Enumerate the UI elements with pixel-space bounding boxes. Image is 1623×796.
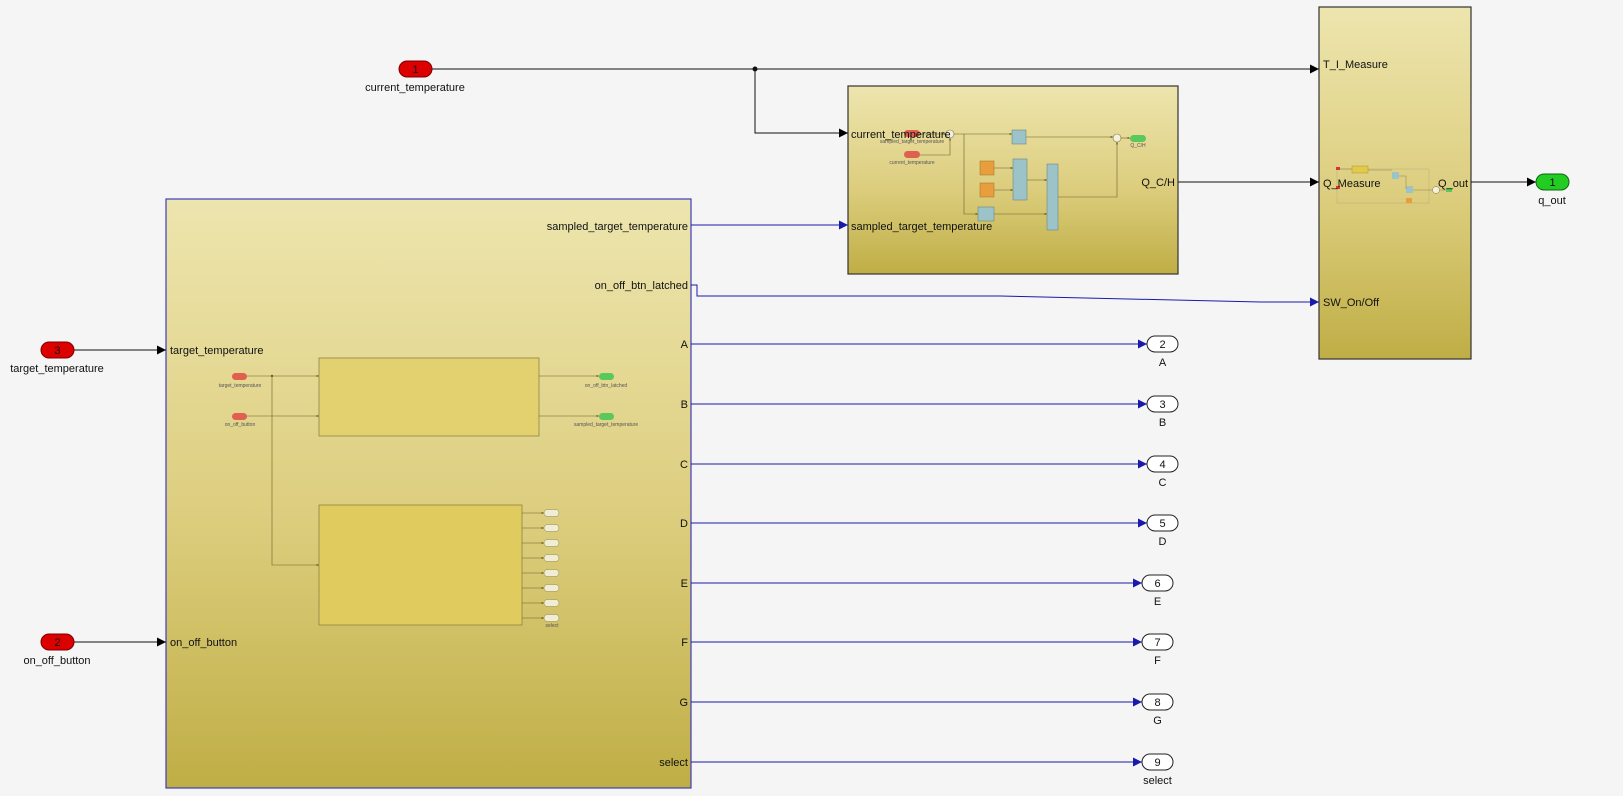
outport-number: 2 [1159,339,1165,351]
signal-line[interactable] [691,284,1319,307]
preview-inport-icon [232,373,247,380]
plant-subsystem-block[interactable]: T_I_Measure Q_Measure SW_On/Off Q_out [1318,6,1472,360]
plant-subsystem-preview [1336,165,1452,204]
big-subsystem-in-label: target_temperature [170,345,264,357]
outport-number: 6 [1154,578,1160,590]
preview-in-label: sampled_target_temperature [880,139,944,145]
inport-label: target_temperature [10,363,104,375]
preview-inport-icon [904,151,920,158]
outport-shape [1146,335,1179,353]
plant-in-label: Q_Measure [1323,178,1380,190]
outport-label: q_out [1538,195,1566,207]
outport-number: 7 [1154,637,1160,649]
inport-on-off-button[interactable]: 2 on_off_button [23,633,91,667]
outport-shape [1141,753,1174,771]
outport-label: B [1159,417,1166,429]
inport-label: on_off_button [23,655,90,667]
preview-bus-outport-icon [543,539,560,547]
inport-label: current_temperature [365,82,465,94]
outport-q-out[interactable]: 1 q_out [1535,173,1570,207]
outport-label: E [1154,596,1161,608]
outport-label: D [1159,536,1167,548]
controller-subsystem-preview: sampled_target_temperature current_tempe… [880,129,1146,231]
controller-subsystem-block[interactable]: sampled_target_temperature current_tempe… [847,85,1179,275]
outport-label: A [1159,357,1167,369]
preview-outport-icon [599,413,614,420]
outport-4[interactable]: 4C [1146,455,1179,489]
signal-lines [74,64,1536,767]
big-subsystem-preview: target_temperature on_off_button on_off_… [219,357,638,629]
outport-number: 8 [1154,697,1160,709]
outport-7[interactable]: 7F [1141,633,1174,667]
outport-label: select [1143,775,1172,787]
outport-3[interactable]: 3B [1146,395,1179,429]
outport-label: C [1159,477,1167,489]
outport-9[interactable]: 9 select [1141,753,1174,787]
preview-outport-icon [1130,135,1146,142]
controller-in-label: sampled_target_temperature [851,221,992,233]
outport-label: F [1154,655,1161,667]
preview-inport-icon [904,130,920,137]
preview-inport-icon [232,413,247,420]
preview-out-label: Q_C/H [1130,143,1146,149]
big-subsystem-out-label: sampled_target_temperature [547,221,688,233]
big-subsystem-out-label: C [680,459,688,471]
outport-number: 5 [1159,518,1165,530]
preview-bus-label: select [545,623,559,629]
outport-shape [1141,693,1174,711]
outport-8[interactable]: 8G [1141,693,1174,727]
outport-shape [1141,574,1174,592]
big-subsystem-out-label: select [659,757,688,769]
preview-in-label: current_temperature [889,160,935,166]
preview-outport-icon [599,373,614,380]
controller-in-label: current_temperature [851,129,951,141]
big-subsystem-in-label: on_off_button [170,637,237,649]
outport-shape [1146,514,1179,532]
plant-in-label: SW_On/Off [1323,297,1380,309]
big-subsystem-out-label: on_off_btn_latched [595,280,688,292]
preview-bus-outport-icon [543,584,560,592]
outport-number: 3 [1159,399,1165,411]
preview-bus-outport-icon [543,524,560,532]
preview-bus-outport-icon [543,554,560,562]
big-subsystem-block[interactable]: target_temperature on_off_button on_off_… [165,198,692,789]
outport-shape [1146,395,1179,413]
outport-number: 9 [1154,757,1160,769]
big-subsystem-out-label: F [681,637,688,649]
preview-bus-outport-icon [543,569,560,577]
inport-number: 1 [412,64,418,76]
big-subsystem-out-label: A [681,339,689,351]
inport-current-temperature[interactable]: 1 current_temperature [365,60,465,94]
outport-number: 1 [1549,177,1555,189]
inport-target-temperature[interactable]: 3 target_temperature [10,341,104,375]
big-subsystem-out-label: E [681,578,688,590]
outport-number: 4 [1159,459,1165,471]
outport-6[interactable]: 6E [1141,574,1174,608]
big-subsystem-out-label: B [681,399,688,411]
plant-in-label: T_I_Measure [1323,59,1388,71]
plant-out-label: Q_out [1438,178,1468,190]
preview-bus-outport-icon [543,599,560,607]
preview-in-label: on_off_button [225,422,256,428]
controller-out-label: Q_C/H [1141,177,1175,189]
big-subsystem-out-label: D [680,518,688,530]
outport-5[interactable]: 5D [1146,514,1179,548]
preview-bus-outport-icon [543,614,560,622]
outport-shape [1146,455,1179,473]
outport-2[interactable]: 2A [1146,335,1179,369]
inport-number: 3 [54,345,60,357]
preview-bus-outport-icon [543,509,560,517]
big-subsystem-out-label: G [679,697,688,709]
signal-line[interactable] [754,69,848,138]
preview-in-label: target_temperature [219,383,262,389]
preview-out-label: sampled_target_temperature [574,422,638,428]
preview-out-label: on_off_btn_latched [585,383,628,389]
outport-shape [1141,633,1174,651]
inport-number: 2 [54,637,60,649]
outport-label: G [1153,715,1162,727]
